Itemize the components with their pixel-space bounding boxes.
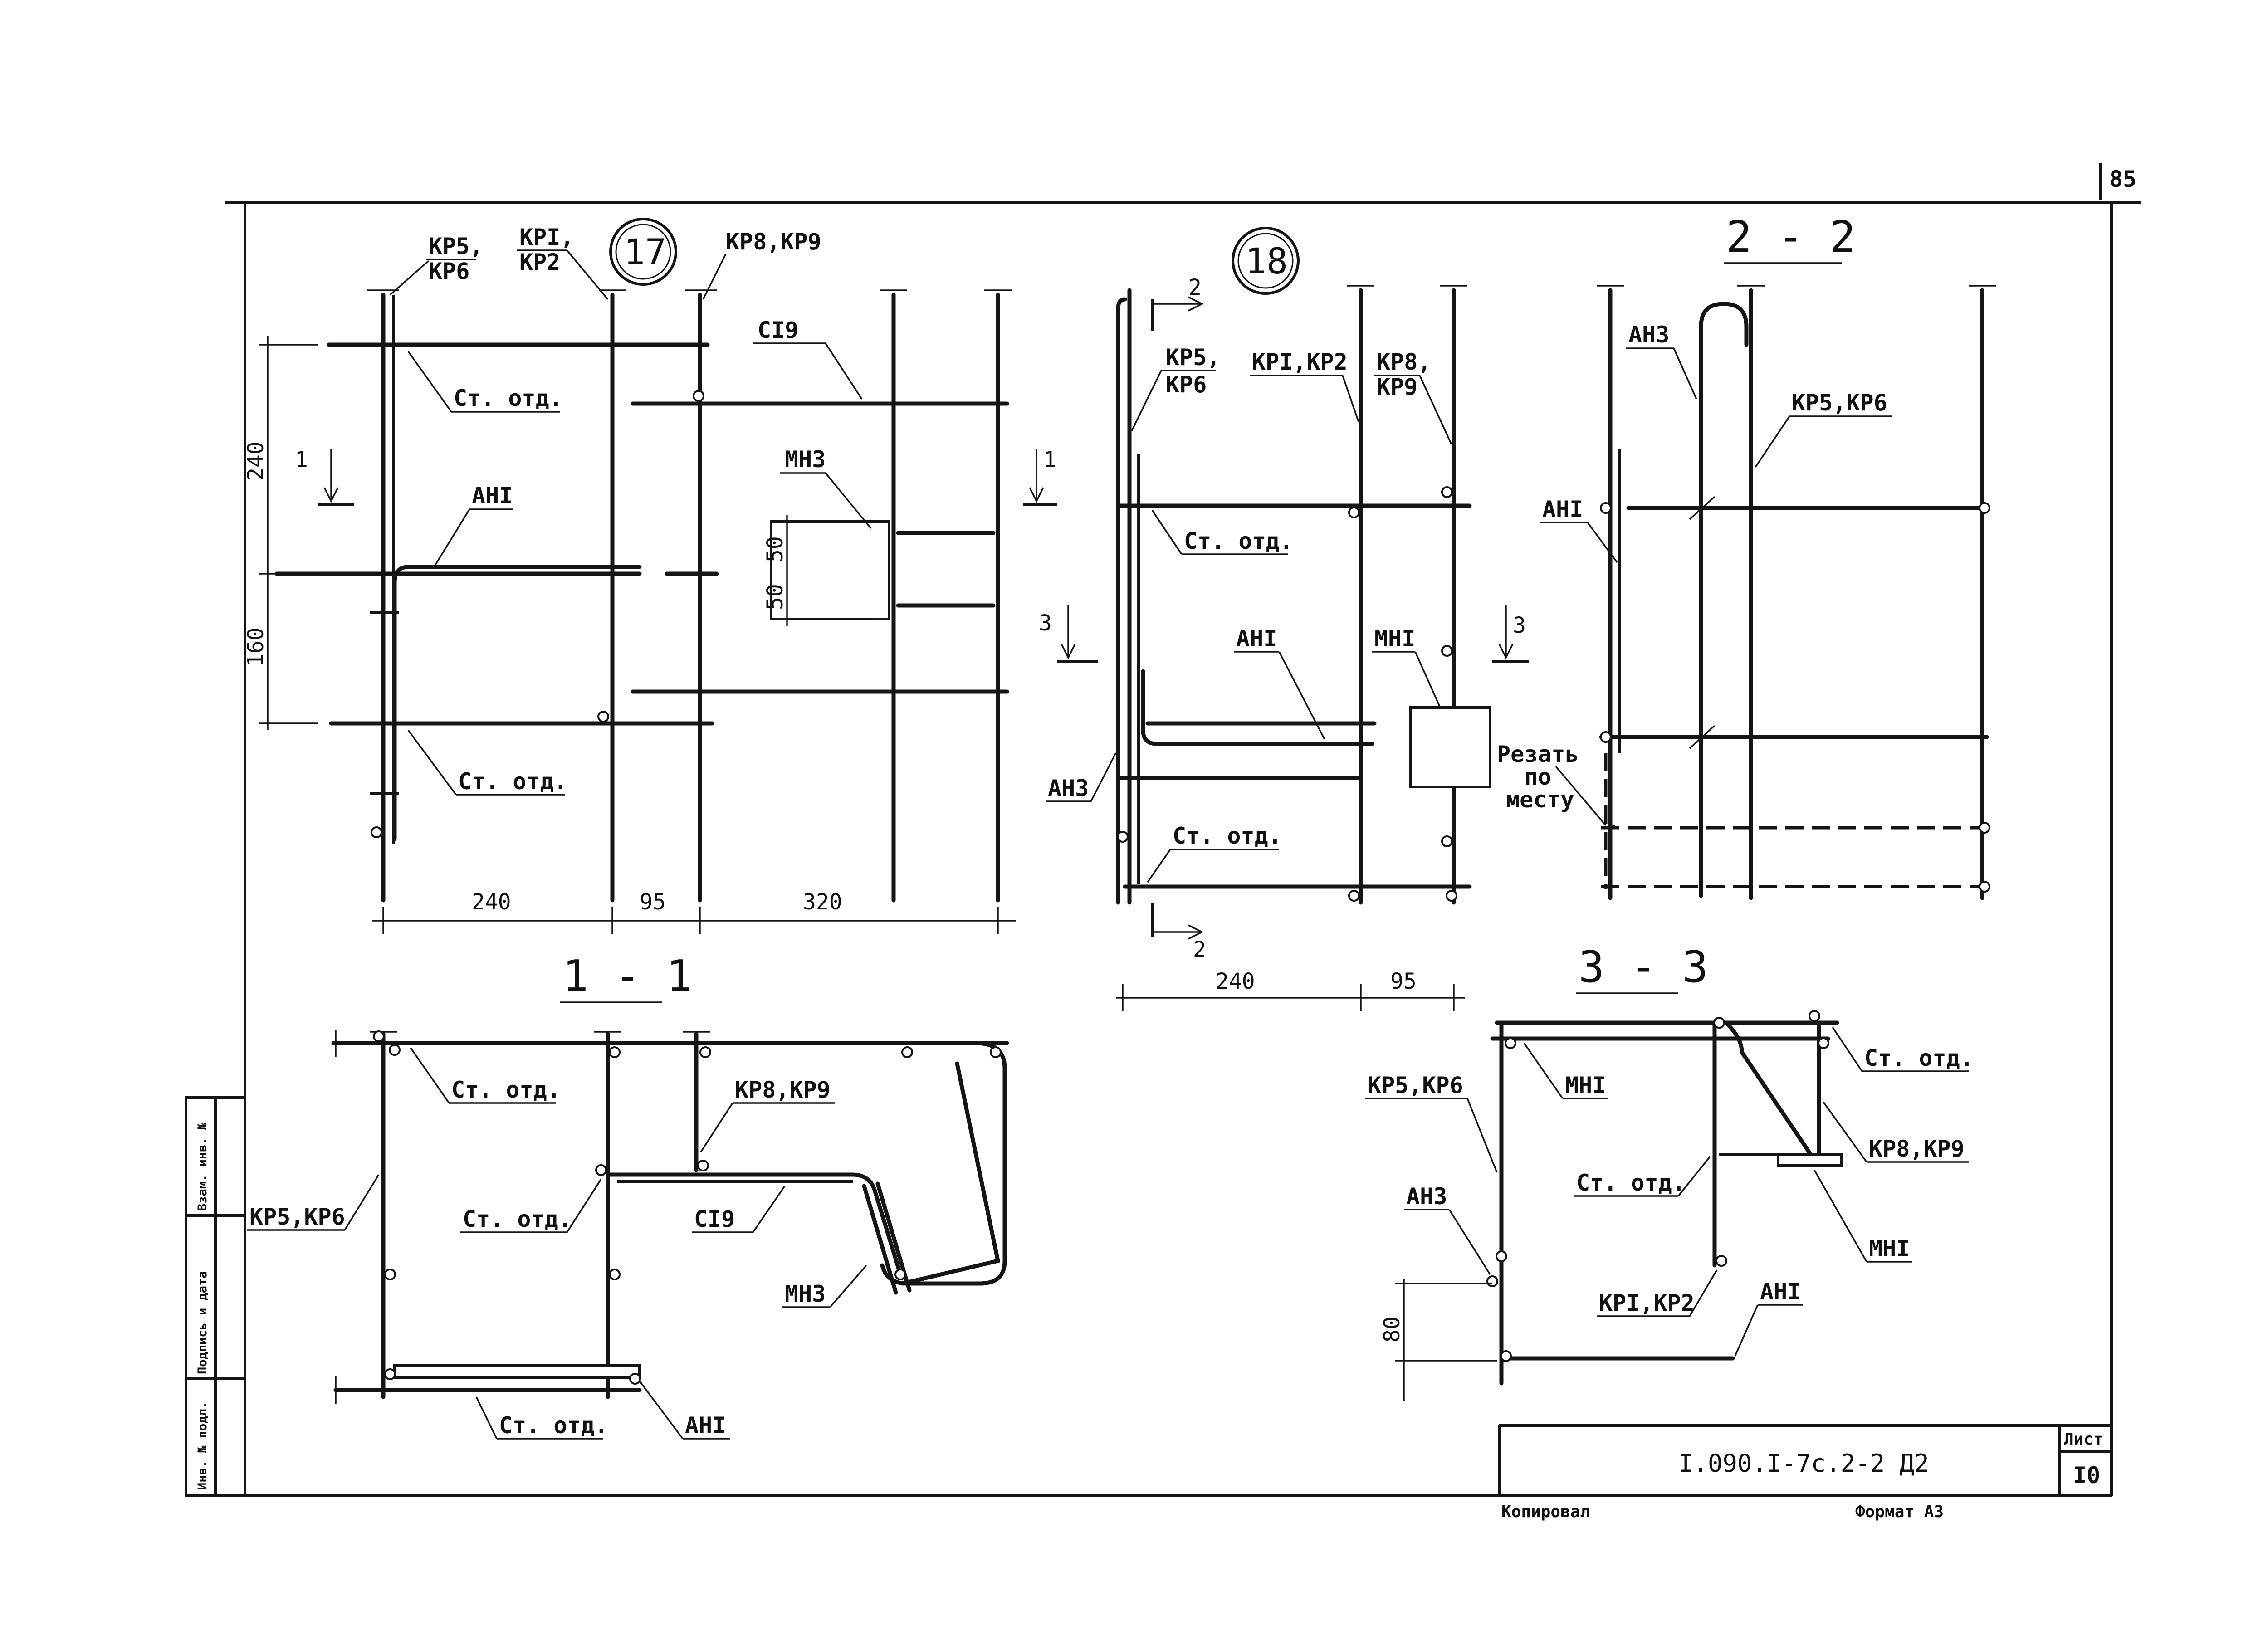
section-3-3-title: 3 - 3 [1579, 942, 1708, 992]
label-kr89-11: КР8,КР9 [735, 1077, 831, 1103]
label-st1-18: Ст. отд. [1184, 528, 1293, 554]
node-17-frame-bars [367, 289, 1012, 903]
label-kr5-18: КР5, [1166, 344, 1220, 371]
label-an1-33: АНI [1760, 1279, 1801, 1305]
node-18-detail: 18 2 2 [1039, 227, 1529, 1011]
dim-v160: 160 [243, 627, 269, 667]
label-cut1-22: Резать [1497, 741, 1579, 767]
label-mn1b-33: МНI [1869, 1235, 1910, 1262]
dim-h240: 240 [472, 889, 511, 915]
label-kr12-33: КРI,КР2 [1599, 1290, 1695, 1316]
label-kr8-18: КР8, [1377, 349, 1431, 375]
cut-1-left: 1 [295, 447, 308, 473]
side-stamp: Инв. № подл. Подпись и дата Взам. инв. № [185, 1096, 246, 1497]
label-st2-11: Ст. отд. [463, 1206, 572, 1232]
label-cut2-22: по [1524, 764, 1551, 790]
label-cut3-22: месту [1506, 786, 1574, 813]
label-mn1-18: МНI [1374, 625, 1415, 652]
cut-1-right: 1 [1043, 447, 1056, 473]
stamp-inv: Инв. № подл. [196, 1401, 210, 1490]
node-17-labels: КР5, КР6 КРI, КР2 КР8,КР9 СI9 Ст. отд. А… [389, 224, 872, 796]
label-kr56-11: КР5,КР6 [249, 1204, 345, 1230]
node-18-cut-marks: 2 2 3 3 [1039, 275, 1529, 962]
label-kr9-18: КР9 [1377, 374, 1418, 400]
label-kr6: КР6 [429, 258, 469, 284]
section-3-3: 3 - 3 80 Ст. отд. КР5,КР6 МНI [1365, 942, 1974, 1401]
dim-h95: 95 [640, 889, 666, 915]
node-18-frame-bars [1116, 285, 1467, 905]
label-kr5: КР5, [429, 233, 483, 259]
section-1-1: 1 - 1 Ст. отд. КР8,КР9 [247, 952, 1009, 1440]
section-3-3-dimensions: 80 [1379, 1279, 1497, 1401]
node-17-dimensions: 240 160 50 50 240 95 320 [243, 336, 1016, 934]
label-an3-33: АН3 [1406, 1183, 1447, 1210]
cut-3-right: 3 [1513, 613, 1526, 638]
cut-2-top: 2 [1188, 275, 1202, 300]
dim-v80: 80 [1379, 1316, 1405, 1342]
label-c19: СI9 [758, 317, 798, 343]
label-an3-22: АН3 [1628, 322, 1669, 348]
label-kr2: КР2 [519, 249, 560, 275]
label-kr56-22: КР5,КР6 [1792, 390, 1887, 416]
stamp-sign: Подпись и дата [196, 1271, 210, 1374]
label-kr56-33: КР5,КР6 [1368, 1072, 1463, 1098]
drawing-designation: I.090.I-7c.2-2 Д2 [1678, 1449, 1929, 1478]
title-block: I.090.I-7c.2-2 Д2 Лист I0 Копировал Форм… [1498, 1424, 2112, 1521]
label-st2-33: Ст. отд. [1576, 1170, 1686, 1196]
label-st1-33: Ст. отд. [1864, 1045, 1974, 1071]
sheet-label: Лист [2064, 1430, 2103, 1449]
mn1-plate [1409, 706, 1491, 788]
label-st-bot: Ст. отд. [458, 768, 567, 795]
label-mn3: МН3 [785, 446, 826, 473]
dim-v50a: 50 [763, 536, 788, 562]
dim-h320: 320 [803, 889, 842, 915]
label-kr12-18: КРI,КР2 [1252, 349, 1348, 375]
node-17-cut-marks: 1 1 [295, 447, 1057, 506]
page-number: 85 [2109, 166, 2136, 192]
label-kr6-18: КР6 [1166, 371, 1207, 398]
section-1-1-title: 1 - 1 [562, 952, 692, 1001]
dim-v50b: 50 [763, 584, 788, 610]
node-17-marker: 17 [624, 232, 666, 273]
dim-v240: 240 [243, 441, 269, 481]
label-mn1a-33: МНI [1565, 1072, 1606, 1098]
label-st-top: Ст. отд. [454, 385, 563, 411]
label-an1-22: АНI [1542, 496, 1583, 522]
footer-copied: Копировал [1501, 1503, 1590, 1521]
label-an1-18: АНI [1236, 625, 1277, 652]
cut-3-left: 3 [1039, 610, 1052, 636]
node-18-marker-circle [1232, 227, 1300, 295]
node-18-labels: КР5, КР6 КРI,КР2 КР8, КР9 Ст. отд. АНI М… [1046, 344, 1452, 883]
footer-format: Формат А3 [1855, 1503, 1944, 1521]
sheet-number: I0 [2073, 1462, 2100, 1489]
cut-2-bottom: 2 [1193, 937, 1206, 962]
label-kr89-33: КР8,КР9 [1869, 1136, 1965, 1162]
stamp-replace: Взам. инв. № [196, 1122, 210, 1211]
node-17-detail: 17 [243, 218, 1057, 934]
label-kr89: КР8,КР9 [726, 229, 821, 255]
label-an1-11: АНI [685, 1412, 726, 1439]
label-st2-18: Ст. отд. [1173, 823, 1282, 849]
label-an3-18: АН3 [1048, 775, 1089, 801]
dim-h95-18: 95 [1390, 969, 1417, 994]
label-st1-11: Ст. отд. [451, 1077, 561, 1103]
label-c19-11: СI9 [694, 1206, 735, 1232]
dim-h240-18: 240 [1216, 969, 1255, 994]
section-2-2-title: 2 - 2 [1726, 212, 1856, 262]
node-17-marker-circle [609, 218, 677, 286]
label-an1: АНI [472, 483, 513, 509]
node-18-dimensions: 240 95 [1116, 969, 1465, 1011]
label-st3-11: Ст. отд. [499, 1412, 608, 1439]
node-18-marker: 18 [1245, 241, 1288, 282]
label-mn3-11: МН3 [785, 1281, 826, 1307]
label-kr1: КРI, [519, 224, 574, 250]
section-2-2: 2 - 2 АН3 КР5,КР6 АНI Резать по мес [1497, 212, 1996, 900]
sheet-frame: 85 [186, 163, 2141, 1497]
